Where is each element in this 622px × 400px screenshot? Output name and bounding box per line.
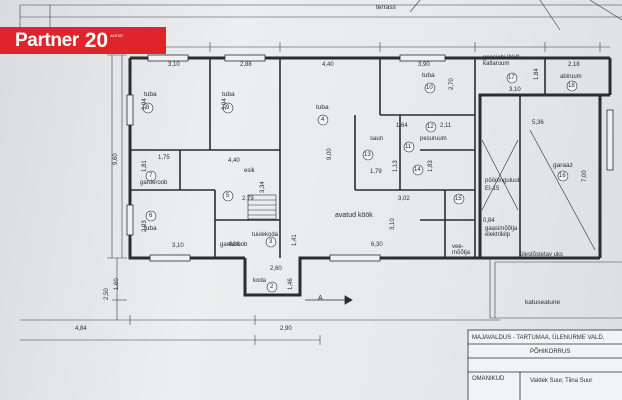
water-meter-label: vee-mõõtja <box>452 244 471 256</box>
room-10-number: 10 <box>426 85 433 91</box>
kitchen-label: avatud köök <box>335 212 373 219</box>
room-15-number: 15 <box>455 196 462 202</box>
dim-label: 1,46 <box>288 278 294 290</box>
esik-label: esik <box>244 168 255 174</box>
dim-label: 3,02 <box>398 196 410 202</box>
room-8-label: tuba <box>144 91 157 98</box>
gas-meter-label: gaasimõõtja elektrikilp <box>485 226 518 238</box>
dim-label: 4,40 <box>228 158 240 164</box>
dim-label: 2,90 <box>280 326 292 332</box>
dim-label: 1,60 <box>114 278 120 290</box>
dim-label: 0,84 <box>483 218 495 224</box>
dim-label: 3,94 <box>222 98 228 110</box>
room-2-number: 2 <box>270 284 274 290</box>
dim-label: 1,79 <box>370 169 382 175</box>
room-9-number: 9 <box>226 105 230 111</box>
partner-logo: Partner 20 AASTAT <box>0 27 166 54</box>
room-10-label: tuba <box>422 72 435 79</box>
room-14-number: 14 <box>414 167 421 173</box>
project-title: MAJAVALDUS - TARTUMAA, ÜLENURME VALD, <box>472 335 605 341</box>
dim-label: 3,10 <box>390 218 396 230</box>
room-16-number: 16 <box>559 173 566 179</box>
room-6-number: 6 <box>149 213 153 219</box>
dim-label: 2,88 <box>240 62 252 68</box>
section-a-label: A <box>318 295 323 302</box>
parking-label: katusealune <box>525 299 561 306</box>
room-17-label: gaasiahi Wolf katlaruum <box>483 55 519 67</box>
dim-label: 1,13 <box>393 160 399 172</box>
room-12-number: 12 <box>427 124 434 130</box>
wash-room-label: pesuruum <box>420 136 447 142</box>
dim-label: 1,84 <box>534 68 540 80</box>
dim-label: 3,10 <box>168 62 180 68</box>
dim-label: 2,60 <box>270 266 282 272</box>
garderoob-2-label: garderoob <box>220 242 248 248</box>
dim-label: 3,10 <box>172 243 184 249</box>
room-7-label: garderoob <box>140 180 168 186</box>
dim-label: 4,84 <box>75 326 87 332</box>
logo-number: 20 <box>84 28 109 52</box>
room-11-number: 11 <box>405 144 412 150</box>
dim-label: 9,00 <box>327 148 333 160</box>
owners-label: OMANIKUD <box>472 376 505 382</box>
room-3-label: tuulekoda <box>252 232 279 238</box>
dim-label: 7,00 <box>582 170 588 182</box>
dim-label: 1,81 <box>142 160 148 172</box>
room-17-number: 17 <box>508 75 515 81</box>
room-18-label: abiruum <box>560 74 582 80</box>
room-2-label: koda <box>253 278 267 284</box>
floor-title: PÕHIKORRUS <box>530 349 571 355</box>
terrace-label: terrass <box>376 4 396 11</box>
dim-label: 2,11 <box>440 123 452 129</box>
dim-label: 3,90 <box>418 62 430 68</box>
dim-label: 1,64 <box>396 123 408 129</box>
dim-label: 5,36 <box>532 120 544 126</box>
dim-label: 2,70 <box>449 78 455 90</box>
room-9-label: tuba <box>222 91 235 98</box>
dim-label: 4,08 <box>228 242 240 248</box>
gate-label: ülestõstetav uks <box>520 252 564 258</box>
room-5-number: 5 <box>226 193 230 199</box>
dim-label: 1,75 <box>158 155 170 161</box>
attic-hatch-label: pööninguluuk <box>485 178 521 184</box>
room-11-label: saun <box>370 136 384 142</box>
dim-label: 4,40 <box>322 62 334 68</box>
dim-label: 2,50 <box>104 288 110 300</box>
dim-label: 9,60 <box>113 153 119 165</box>
dim-label: 3,34 <box>260 181 266 193</box>
dim-label: 1,41 <box>292 234 298 246</box>
logo-sub: AASTAT <box>110 33 124 38</box>
dim-label: 1,83 <box>428 160 434 172</box>
dim-label: 6,30 <box>371 242 383 248</box>
room-8-number: 8 <box>146 105 150 111</box>
room-4-number: 4 <box>321 117 325 123</box>
dim-label: 3,94 <box>142 98 148 110</box>
ei15-label: EI-15 <box>485 186 500 192</box>
dim-label: 2,18 <box>568 62 580 68</box>
room-16-label: garaaz <box>553 162 573 169</box>
room-7-number: 7 <box>149 173 153 179</box>
dim-label: 2,79 <box>242 196 254 202</box>
room-4-label: tuba <box>316 104 329 111</box>
dim-label: 2,93 <box>142 220 148 232</box>
logo-text: Partner <box>15 29 79 51</box>
dim-label: 3,10 <box>509 87 521 93</box>
room-3-number: 3 <box>269 239 273 245</box>
room-13-number: 13 <box>364 152 371 158</box>
room-18-number: 18 <box>568 83 575 89</box>
room-6-label: tuba <box>144 225 157 232</box>
owners-names: Valdek Suur, Tiina Suur <box>530 378 593 384</box>
